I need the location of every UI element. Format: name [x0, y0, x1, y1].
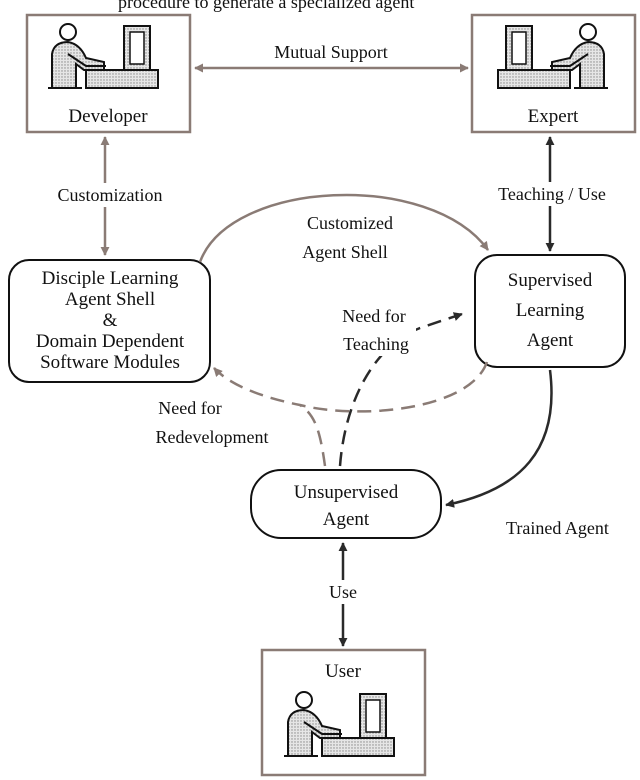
supervised-line-1: Supervised: [508, 270, 593, 291]
shell-line-5: Software Modules: [40, 352, 180, 373]
unsupervised-agent-node: Unsupervised Agent: [250, 469, 442, 539]
customized-label-1: Customized: [307, 213, 393, 233]
unsupervised-line-1: Unsupervised: [294, 482, 399, 503]
shell-line-2: Agent Shell: [65, 289, 155, 310]
supervised-line-2: Learning: [516, 300, 585, 321]
trained-agent-label: Trained Agent: [506, 518, 609, 538]
shell-line-4: Domain Dependent: [36, 331, 185, 352]
mutual-support-label: Mutual Support: [274, 42, 388, 62]
redevelopment-branch: [299, 403, 327, 467]
top-caption: procedure to generate a specialized agen…: [118, 0, 414, 12]
user-node: User: [260, 648, 427, 777]
use-label: Use: [329, 582, 357, 602]
unsupervised-line-2: Agent: [323, 509, 370, 530]
supervised-line-3: Agent: [527, 330, 574, 351]
teaching-label-1: Need for: [342, 306, 405, 326]
supervised-agent-node: Supervised Learning Agent: [474, 254, 626, 368]
customization-label: Customization: [58, 185, 163, 205]
user-label: User: [325, 661, 362, 682]
expert-node: Expert: [470, 13, 637, 134]
redevelopment-label-2: Redevelopment: [156, 427, 269, 447]
shell-line-1: Disciple Learning: [42, 268, 179, 289]
need-for-redevelopment-arrow: [213, 361, 489, 413]
trained-agent-arrow: [445, 369, 553, 508]
developer-node: Developer: [25, 13, 192, 134]
customized-label-2: Agent Shell: [302, 242, 388, 262]
agent-shell-node: Disciple Learning Agent Shell & Domain D…: [8, 259, 211, 383]
shell-line-3: &: [103, 310, 118, 331]
redevelopment-label-1: Need for: [158, 398, 221, 418]
teaching-use-label: Teaching / Use: [498, 184, 606, 204]
expert-label: Expert: [528, 106, 579, 127]
teaching-label-2: Teaching: [343, 334, 409, 354]
customized-agent-shell-arrow: [198, 193, 490, 263]
developer-label: Developer: [68, 106, 148, 127]
